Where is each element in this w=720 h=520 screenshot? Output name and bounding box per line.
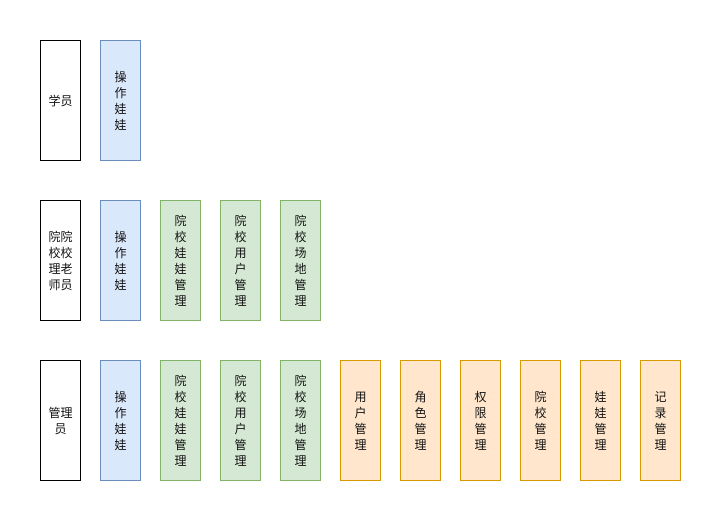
function-school-venue-management: 院校场地管理	[280, 200, 321, 321]
function-label: 院校用户管理	[234, 373, 247, 468]
function-label: 院校管理	[534, 389, 547, 452]
function-doll-management: 娃娃管理	[580, 360, 621, 481]
function-school-user-management: 院校用户管理	[220, 200, 261, 321]
function-school-venue-management: 院校场地管理	[280, 360, 321, 481]
function-label: 操作娃娃	[114, 69, 127, 132]
function-label: 院校娃娃管理	[174, 373, 187, 468]
function-school-management: 院校管理	[520, 360, 561, 481]
function-label: 操作娃娃	[114, 389, 127, 452]
function-label: 记录管理	[654, 389, 667, 452]
role-label: 学员	[48, 93, 73, 108]
role-label: 管理员	[48, 405, 73, 436]
function-user-management: 用户管理	[340, 360, 381, 481]
function-school-doll-management: 院校娃娃管理	[160, 360, 201, 481]
function-operate-doll: 操作娃娃	[100, 200, 141, 321]
function-school-user-management: 院校用户管理	[220, 360, 261, 481]
role-administrator: 管理员	[40, 360, 81, 481]
function-label: 用户管理	[354, 389, 367, 452]
function-record-management: 记录管理	[640, 360, 681, 481]
function-label: 娃娃管理	[594, 389, 607, 452]
function-label: 权限管理	[474, 389, 487, 452]
function-label: 操作娃娃	[114, 229, 127, 292]
function-label: 院校用户管理	[234, 213, 247, 308]
function-label: 院校娃娃管理	[174, 213, 187, 308]
role-label: 院院校校理老师员	[48, 229, 73, 292]
role-school-teacher: 院院校校理老师员	[40, 200, 81, 321]
function-operate-doll: 操作娃娃	[100, 360, 141, 481]
function-permission-management: 权限管理	[460, 360, 501, 481]
function-role-management: 角色管理	[400, 360, 441, 481]
function-label: 角色管理	[414, 389, 427, 452]
function-operate-doll: 操作娃娃	[100, 40, 141, 161]
function-school-doll-management: 院校娃娃管理	[160, 200, 201, 321]
function-label: 院校场地管理	[294, 213, 307, 308]
role-student: 学员	[40, 40, 81, 161]
function-label: 院校场地管理	[294, 373, 307, 468]
